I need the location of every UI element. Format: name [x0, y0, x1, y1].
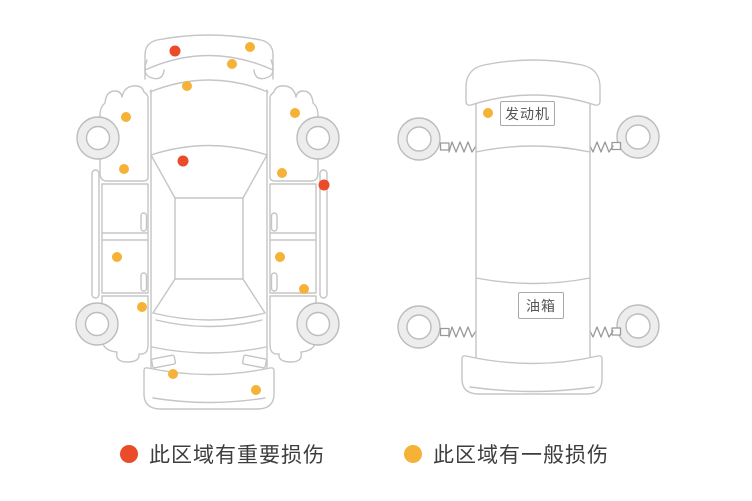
legend-minor-label: 此区域有一般损伤: [433, 444, 609, 467]
minor-damage-dot-icon: [404, 445, 422, 463]
damage-marker-minor[interactable]: [168, 369, 178, 379]
rear-left-axle-stub: [439, 327, 450, 337]
rear-right-wheel-hub: [305, 311, 331, 337]
damage-marker-minor[interactable]: [290, 108, 300, 118]
engine-label: 发动机: [500, 101, 555, 126]
windshield-left-pillar: [150, 154, 176, 199]
front-left-wheel-hub: [85, 125, 111, 151]
right-doors-panel: [269, 183, 317, 294]
damage-marker-minor[interactable]: [245, 42, 255, 52]
chassis-wheels: [397, 115, 660, 349]
front-bumper-crease: [144, 54, 274, 71]
chassis-rear-right-hub: [625, 313, 651, 339]
front-right-lamp: [253, 59, 274, 80]
damage-marker-major[interactable]: [177, 155, 189, 167]
front-left-door-handle: [140, 212, 148, 232]
left-taillight: [150, 354, 177, 369]
chassis-front-crossline: [475, 145, 591, 153]
front-left-axle-stub: [439, 142, 450, 151]
rear-right-door-handle: [270, 272, 278, 292]
rear-right-spring: [589, 326, 614, 338]
damage-marker-minor[interactable]: [119, 164, 129, 174]
damage-marker-minor[interactable]: [227, 59, 237, 69]
chassis-rear-bumper-trim: [469, 386, 595, 393]
damage-marker-minor[interactable]: [299, 284, 309, 294]
right-rocker-rail: [319, 169, 328, 299]
rear-left-wheel-hub: [84, 311, 110, 337]
chassis-front-bumper: [465, 59, 601, 106]
rear-left-door-handle: [140, 272, 148, 292]
trunk-line: [151, 346, 267, 354]
chassis-diagram[interactable]: [397, 59, 660, 395]
chassis-rear-crossline: [475, 277, 591, 285]
fuel-tank-label: 油箱: [518, 292, 564, 319]
chassis-rear-left-hub: [406, 314, 432, 340]
front-right-wheel-hub: [305, 125, 331, 151]
windshield-right-pillar: [242, 154, 268, 199]
front-left-fender: [99, 85, 149, 182]
front-right-door-handle: [270, 212, 278, 232]
damage-marker-major[interactable]: [169, 45, 181, 57]
front-right-spring: [589, 141, 614, 153]
right-taillight: [241, 354, 268, 369]
major-damage-dot-icon: [120, 445, 138, 463]
damage-marker-minor[interactable]: [121, 112, 131, 122]
left-doors-panel: [101, 183, 149, 294]
chassis-front-left-hub: [406, 126, 432, 152]
car-wheels: [75, 116, 340, 346]
rear-bumper: [143, 367, 275, 410]
hood-line: [149, 79, 269, 93]
legend-item-minor: 此区域有一般损伤: [404, 438, 609, 470]
legend-item-major: 此区域有重要损伤: [120, 438, 325, 470]
rear-window-right-pillar: [242, 278, 266, 314]
damage-marker-minor[interactable]: [251, 385, 261, 395]
windshield-top: [150, 144, 268, 156]
chassis-front-right-hub: [625, 124, 651, 150]
damage-marker-major[interactable]: [318, 179, 330, 191]
rear-window-left-pillar: [152, 278, 176, 314]
rear-window-trim: [155, 319, 263, 328]
damage-marker-minor[interactable]: [277, 168, 287, 178]
chassis-rear-bumper: [461, 355, 603, 395]
damage-marker-minor[interactable]: [137, 302, 147, 312]
rear-left-spring: [448, 326, 477, 338]
left-rocker-rail: [91, 169, 100, 299]
car-top-view-diagram[interactable]: [75, 34, 340, 410]
rear-window-bottom: [152, 312, 266, 321]
damage-marker-minor[interactable]: [112, 252, 122, 262]
legend-major-label: 此区域有重要损伤: [149, 444, 325, 467]
legend: 此区域有重要损伤 此区域有一般损伤: [0, 438, 752, 478]
rear-bumper-trim: [152, 397, 266, 404]
front-left-spring: [448, 141, 477, 153]
front-left-lamp: [144, 59, 165, 80]
damage-marker-minor[interactable]: [275, 252, 285, 262]
damage-marker-minor[interactable]: [483, 108, 493, 118]
front-right-axle-stub: [611, 141, 622, 151]
front-right-fender: [269, 85, 319, 182]
damage-marker-minor[interactable]: [182, 81, 192, 91]
suspension-springs: [439, 141, 622, 338]
